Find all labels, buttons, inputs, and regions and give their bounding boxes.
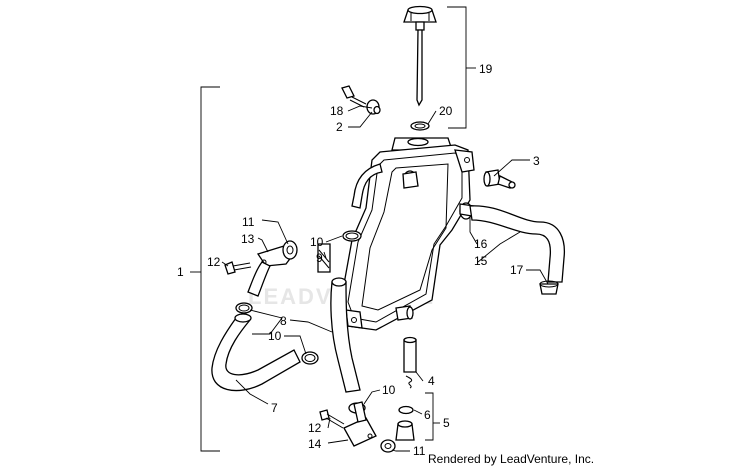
bolt-18 [341,85,367,108]
fitting-3 [483,169,516,189]
clamp-10-left [235,302,253,314]
callout-18: 18 [330,104,344,118]
callout-8: 8 [280,314,287,328]
vent-tube-upper [351,163,383,209]
bracket-19 [447,6,467,129]
hose-15 [469,205,566,283]
callout-4: 4 [428,374,435,388]
callout-7: 7 [271,401,278,415]
bolt-12-upper [224,261,252,275]
gasket-11-upper [282,240,298,260]
callout-20: 20 [439,104,453,118]
callout-16: 16 [474,237,488,251]
o-ring-20 [410,121,430,131]
callout-3: 3 [533,154,540,168]
callout-12-upper: 12 [207,255,221,269]
callout-15: 15 [474,254,488,268]
hose-8 [330,281,361,393]
callout-2: 2 [336,120,343,134]
callout-17: 17 [510,263,524,277]
callout-1: 1 [177,265,184,279]
hose-7 [211,317,301,392]
footer-credit: Rendered by LeadVenture, Inc. [428,452,595,466]
screen-4 [403,336,417,389]
callout-10-bottom: 10 [382,383,396,397]
dipstick-rod [416,29,423,107]
callout-6: 6 [424,408,431,422]
bolt-12-lower [319,409,345,429]
drain-plug [395,420,415,441]
bracket-5 [425,392,434,441]
oil-tank [339,144,475,331]
decal-9 [317,243,331,273]
clamp-10-upper [342,230,362,242]
callout-14: 14 [308,437,322,451]
callout-11-upper: 11 [242,215,255,229]
callout-10-upper: 10 [310,235,324,249]
callout-11-lower: 11 [413,444,426,458]
fitting-14 [343,401,377,447]
callout-10-left: 10 [268,329,282,343]
bracket-1 [200,86,220,452]
grommet-2 [366,99,381,115]
callout-13: 13 [241,232,255,246]
clamp-17 [539,280,559,295]
callout-12-lower: 12 [308,421,322,435]
gasket-11-lower [380,439,396,453]
callout-5: 5 [443,416,450,430]
callout-9: 9 [316,251,323,265]
o-ring-6 [398,405,414,415]
leader-lines [221,105,549,452]
dipstick-cap [403,5,437,31]
callout-19: 19 [479,62,493,76]
clamp-10-lower [301,351,319,365]
